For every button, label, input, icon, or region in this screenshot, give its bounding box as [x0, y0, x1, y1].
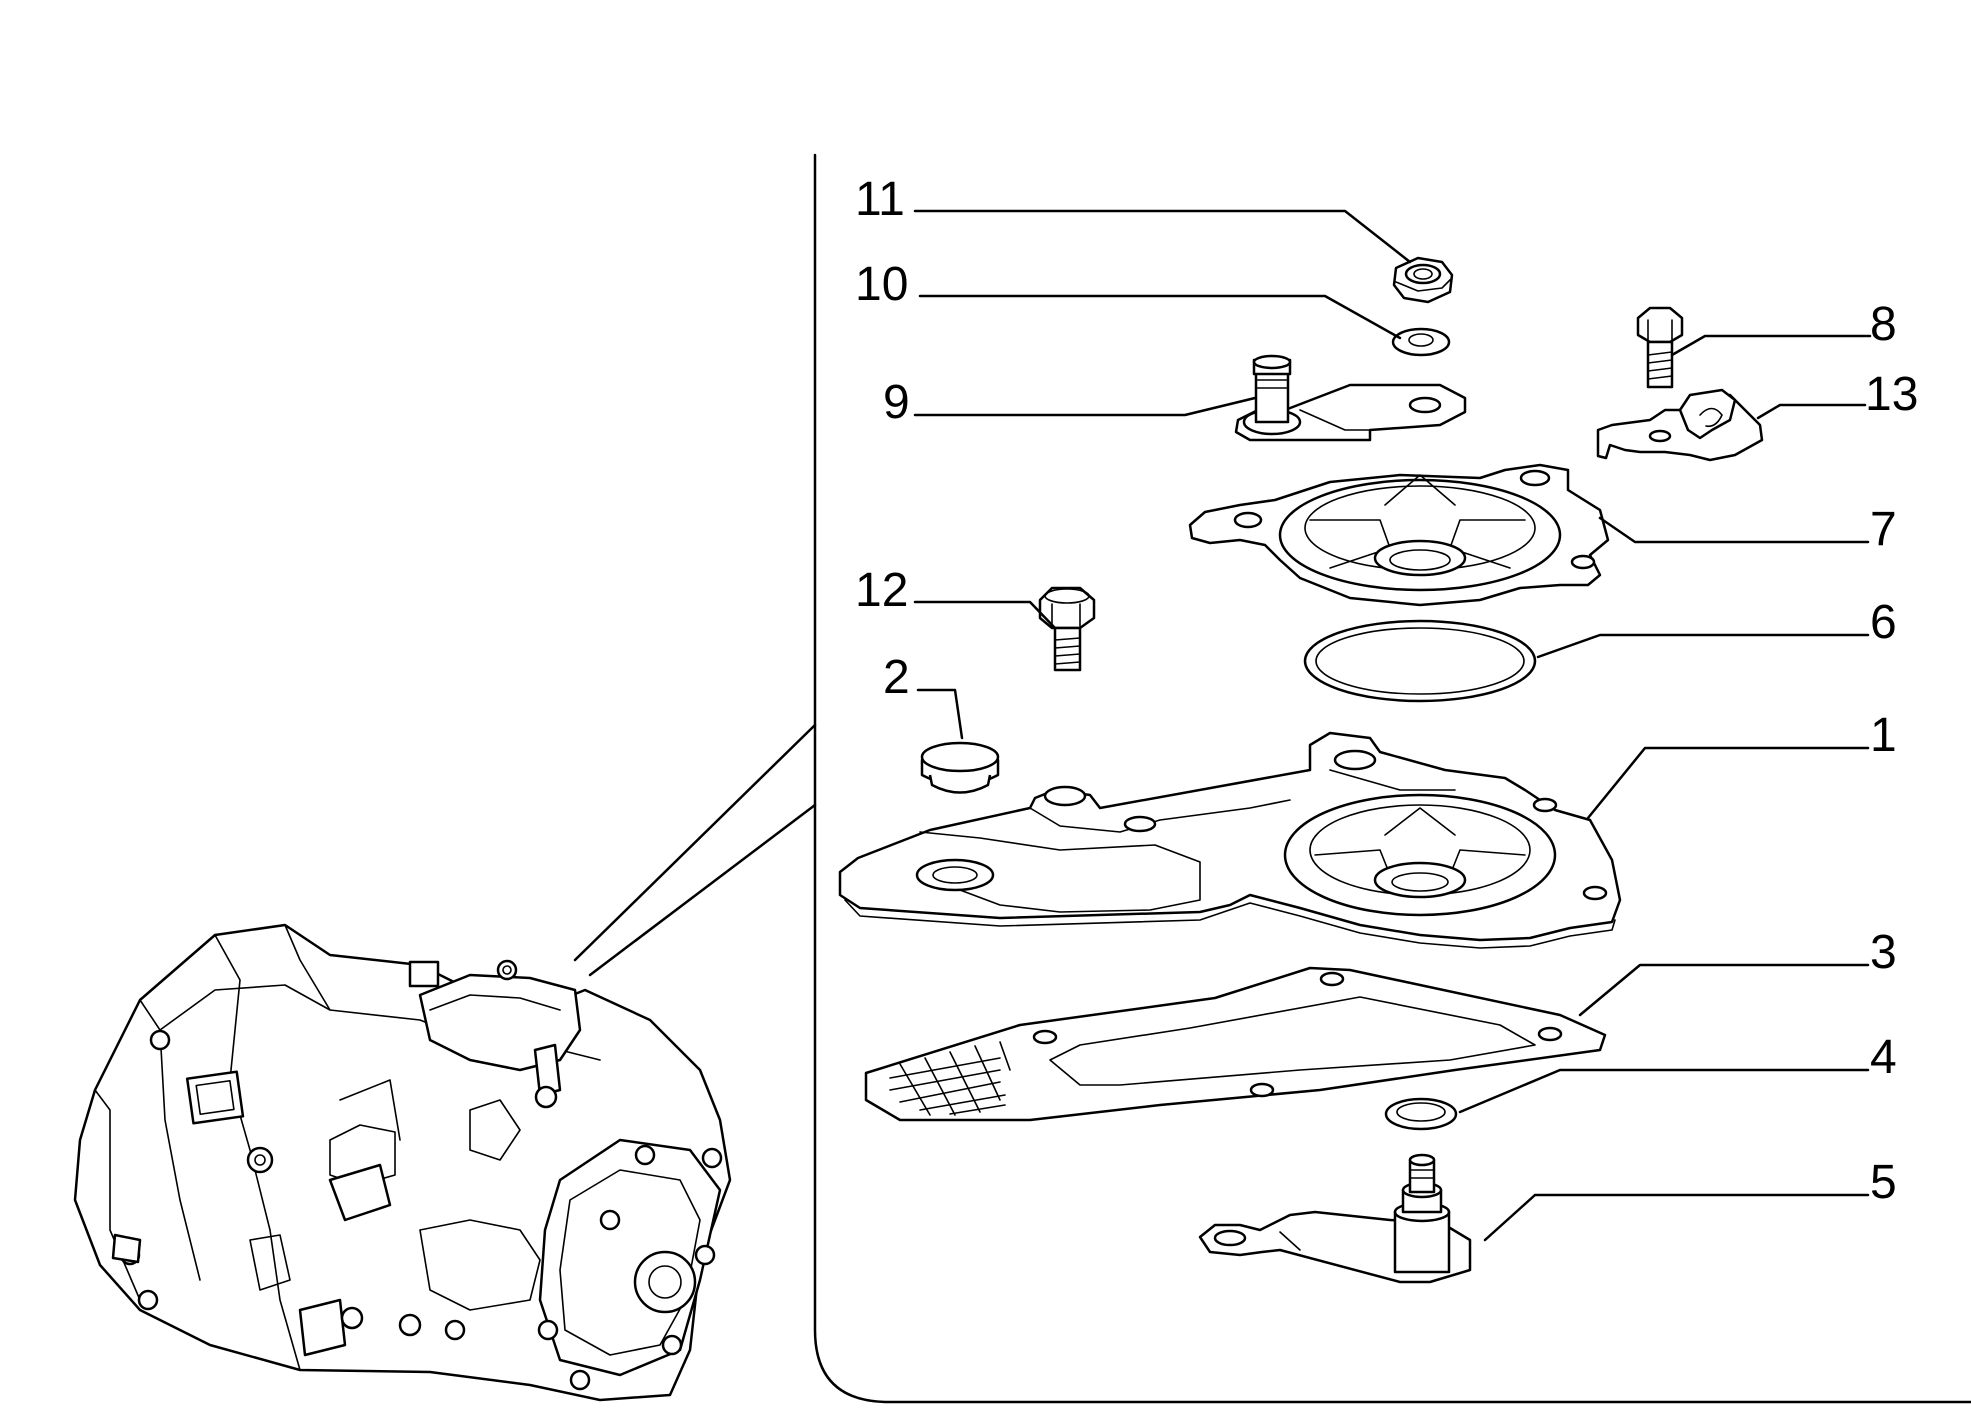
callout-9: 9 [883, 376, 910, 429]
leader-2 [916, 688, 964, 740]
leader-12 [913, 600, 1057, 630]
part-5-lower-bracket-stud [1198, 1153, 1472, 1284]
leader-lines [913, 209, 1872, 1242]
part-2-plug-cap [920, 741, 1000, 794]
callout-8: 8 [1870, 298, 1897, 351]
leader-11 [913, 209, 1412, 264]
callout-7: 7 [1870, 503, 1897, 556]
part-13-clip-bracket [1596, 388, 1764, 462]
leader-1 [1586, 746, 1870, 820]
part-7-diaphragm-cover [1188, 463, 1610, 607]
part-12-bolt [1038, 586, 1096, 672]
leader-7 [1598, 516, 1870, 544]
gearbox-overview [73, 923, 732, 1402]
detail-frame [813, 153, 1971, 1404]
callout-12: 12 [855, 564, 908, 617]
callout-4: 4 [1870, 1031, 1897, 1084]
leader-3 [1578, 963, 1870, 1017]
callout-11: 11 [855, 173, 905, 226]
zoom-line-lower [588, 803, 817, 977]
leader-8 [1670, 334, 1872, 357]
callout-6: 6 [1870, 596, 1897, 649]
leader-10 [918, 294, 1402, 340]
callout-1: 1 [1870, 709, 1897, 762]
leader-4 [1458, 1068, 1870, 1114]
part-11-nut [1392, 256, 1454, 304]
part-8-bolt [1636, 306, 1684, 389]
callout-13: 13 [1865, 368, 1918, 421]
part-1-cover-plate [838, 731, 1622, 949]
leader-5 [1483, 1193, 1870, 1242]
leader-6 [1536, 633, 1870, 659]
callout-2: 2 [883, 651, 910, 704]
part-4-o-ring [1384, 1097, 1458, 1131]
part-10-washer [1391, 327, 1451, 357]
part-3-gasket [864, 966, 1607, 1122]
callout-3: 3 [1870, 926, 1897, 979]
leader-13 [1756, 403, 1867, 420]
callout-5: 5 [1870, 1156, 1897, 1209]
part-6-seal-ring [1303, 619, 1537, 703]
callout-10: 10 [855, 258, 908, 311]
part-9-upper-bracket-stud [1234, 354, 1467, 442]
zoom-line-upper [573, 723, 817, 962]
leader-9 [913, 396, 1257, 417]
